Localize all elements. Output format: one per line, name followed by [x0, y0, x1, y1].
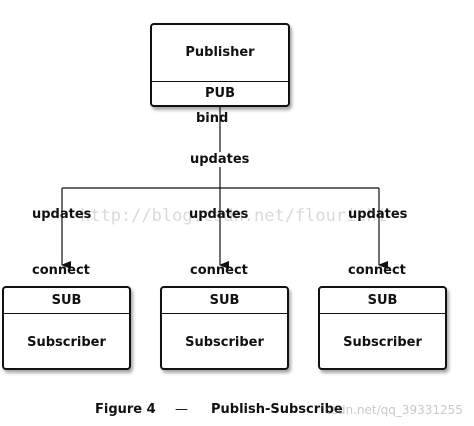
csdn-watermark: csdn.net/qq_39331255 — [325, 403, 463, 417]
subscriber-title: Subscriber — [185, 334, 264, 350]
branch-updates-label-center: updates — [189, 207, 249, 222]
bind-label: bind — [196, 111, 229, 126]
blog-watermark: http://blog.csdn.net/flourishi — [80, 206, 388, 226]
subscriber-divider — [4, 313, 129, 314]
figure-number: Figure 4 — [95, 402, 156, 417]
publisher-title: Publisher — [185, 44, 255, 60]
subscriber-socket-type: SUB — [209, 293, 240, 308]
figure-title: Publish-Subscribe — [211, 402, 343, 417]
subscriber-box-right: SUB Subscriber — [318, 286, 447, 370]
publisher-socket-type: PUB — [205, 86, 235, 101]
subscriber-socket-type: SUB — [367, 293, 398, 308]
connect-label-center: connect — [190, 263, 248, 278]
publisher-box: Publisher PUB — [150, 23, 290, 107]
subscriber-title: Subscriber — [343, 334, 422, 350]
branch-updates-label-right: updates — [348, 207, 408, 222]
connect-label-right: connect — [348, 263, 406, 278]
trunk-updates-label: updates — [188, 152, 252, 167]
subscriber-socket-type: SUB — [51, 293, 82, 308]
subscriber-title: Subscriber — [27, 334, 106, 350]
subscriber-divider — [320, 313, 445, 314]
caption-dash: — — [175, 402, 188, 417]
publisher-divider — [152, 81, 288, 82]
subscriber-divider — [162, 313, 287, 314]
subscriber-box-left: SUB Subscriber — [2, 286, 131, 370]
branch-updates-label-left: updates — [32, 207, 92, 222]
connect-label-left: connect — [32, 263, 90, 278]
subscriber-box-center: SUB Subscriber — [160, 286, 289, 370]
